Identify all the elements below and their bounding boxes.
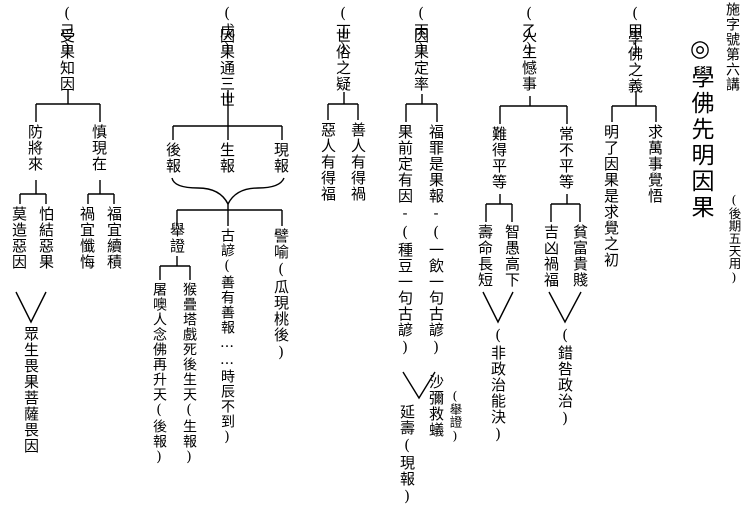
sec-ji-b1: 慎現在 [90,124,108,172]
connector-lines [15,90,657,400]
sec-yi-b1: 常不平等 [557,126,575,190]
sec-ding-b1: 善人有得禍 [349,122,367,202]
sec-yi-b2c: (非政治能決) [489,326,507,444]
ji-chevron [15,291,47,324]
sec-ji-b1b: 禍宜懺悔 [78,206,96,270]
ji-b1-sub-lines [87,180,115,204]
diagram-canvas: 施字號第六講 (後期五天用) ◎學佛先明因果 (甲) 學佛之義 求萬事覺悟 明了… [10,2,741,506]
jia-branch-lines [611,92,657,122]
sec-yi-b2: 難得平等 [490,126,508,190]
sec-jia-b2: 明了因果是求覺之初 [602,124,620,268]
sec-wu-t3: 後報 [164,142,182,174]
lecture-number: 施字號第六講 [724,2,740,92]
ding-branch-lines [327,92,359,120]
sec-ji-b2: 防將來 [26,124,44,172]
sec-wu-m3: 舉證 [168,222,186,254]
sec-ji-b2b: 莫造惡因 [10,206,28,270]
wu-trunk [172,90,283,140]
wu-brace [171,177,285,206]
sec-ding-label: (丁) [334,4,352,58]
sec-jia-topic: 學佛之義 [626,30,644,94]
sec-bing-b3a-note: (舉證) [447,388,463,443]
sec-wu-t1: 現報 [272,142,290,174]
sec-bing-label: (丙) [412,4,430,58]
bing-branch-lines [405,94,438,122]
page-title: ◎學佛先明因果 [687,36,713,221]
sec-wu-topic: 因果通三世 [218,28,236,108]
sec-jia-b1: 求萬事覺悟 [646,124,664,204]
ji-b2-sub-lines [19,180,47,204]
sec-yi-b1a: 貧富貴賤 [571,224,589,288]
yi-b2-chevron [482,291,514,324]
sec-yi-topic: 人生憾事 [520,28,538,92]
sec-ji-b2a: 怕結惡果 [37,206,55,270]
sec-ding-topic: 世俗之疑 [334,28,352,92]
sec-wu-m2: 古諺(善有善報……時辰不到) [219,228,235,446]
sec-yi-label: (乙) [520,4,538,58]
yi-b2-sub-lines [485,194,513,222]
sec-bing-b1: 福罪是果報-(一飲一句古諺) [427,124,445,357]
ji-branch-lines [35,90,101,122]
sec-ji-b2c: 眾生畏果菩薩畏因 [22,326,40,454]
sec-yi-b2b: 壽命長短 [476,224,494,288]
yi-branch-lines [499,96,568,124]
sec-wu-m3a: 猴疊塔戲死後生天(生報) [181,282,197,466]
sec-bing-b3a: 沙彌救蟻 [427,374,445,438]
sec-wu-m1: 譬喻(瓜現桃後) [272,228,290,362]
sec-bing-b3b: 延壽(現報) [398,404,416,506]
sec-yi-b1b: 吉凶禍福 [542,224,560,288]
sec-bing-b2: 果前定有因-(種豆一句古諺) [396,124,414,357]
yi-b1-chevron [548,291,582,324]
period-note: (後期五天用) [726,192,741,285]
bing-chevron [402,371,436,400]
sec-ji-b1a: 福宜續積 [105,206,123,270]
sec-wu-t2: 生報 [218,142,236,174]
sec-wu-label: (戊) [218,4,236,58]
sec-jia-label: (甲) [626,4,644,58]
sec-wu-m3b: 屠噢人念佛再升天(後報) [151,282,167,466]
yi-b1-sub-lines [550,194,581,222]
sec-bing-topic: 因果定率 [412,28,430,92]
sec-yi-b2a: 智愚高下 [503,224,521,288]
wu-jz-lines [159,256,191,280]
sec-yi-b1c: (錯咎政治) [556,326,574,428]
wu-sub-lines [176,204,283,226]
sec-ji-label: (己) [58,4,76,58]
sec-ding-b2: 惡人有得福 [319,122,337,202]
sec-ji-topic: 受果知因 [58,28,76,92]
